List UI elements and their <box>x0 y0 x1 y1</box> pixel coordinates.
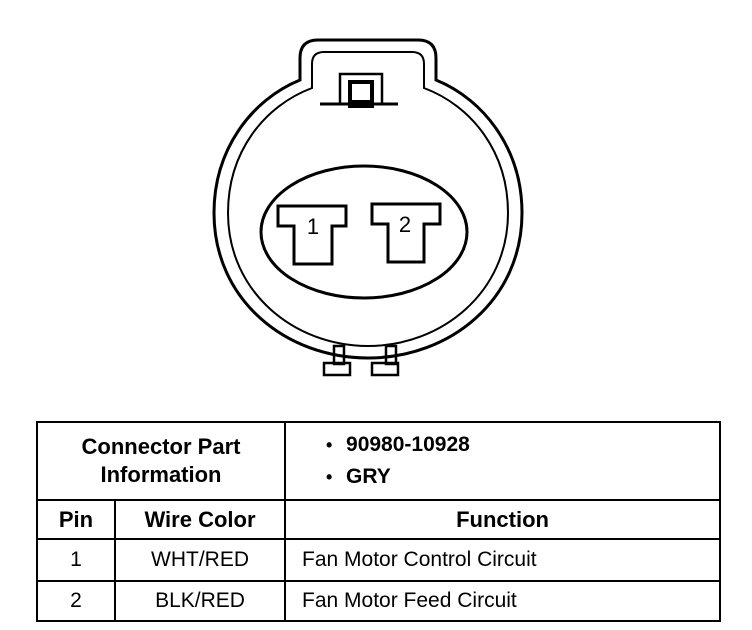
header-function: Function <box>284 499 722 540</box>
row-2-wire-color: BLK/RED <box>113 580 287 622</box>
part-info-label: Connector Part Information <box>35 421 287 501</box>
pin-2-label: 2 <box>399 212 411 237</box>
terminal-pin-1: 1 <box>276 204 348 266</box>
connector-face-diagram: 1 2 <box>212 38 524 377</box>
row-2-pin: 2 <box>36 580 116 622</box>
part-number: 90980-10928 <box>326 429 719 461</box>
table-header-row: Pin Wire Color Function <box>36 499 722 540</box>
row-1-wire-color: WHT/RED <box>113 538 287 582</box>
table-row: 2 BLK/RED Fan Motor Feed Circuit <box>36 580 722 622</box>
connector-housing-inner <box>226 51 510 348</box>
connector-color: GRY <box>326 461 719 493</box>
connector-info-table: Connector Part Information 90980-10928 G… <box>35 421 722 622</box>
header-pin: Pin <box>36 499 116 540</box>
part-info-row: Connector Part Information 90980-10928 G… <box>35 421 722 501</box>
terminal-cavity-oval <box>259 164 469 300</box>
latch-lock-inner <box>352 84 370 100</box>
table-row: 1 WHT/RED Fan Motor Control Circuit <box>36 538 722 582</box>
pin-1-label: 1 <box>307 214 319 239</box>
bottom-tab-right <box>370 344 400 377</box>
bottom-tab-left <box>322 344 352 377</box>
row-2-function: Fan Motor Feed Circuit <box>284 580 722 622</box>
terminal-pin-2: 2 <box>370 202 442 264</box>
row-1-function: Fan Motor Control Circuit <box>284 538 722 582</box>
connector-housing-outer <box>212 38 524 360</box>
header-wire-color: Wire Color <box>113 499 287 540</box>
row-1-pin: 1 <box>36 538 116 582</box>
part-info-values: 90980-10928 GRY <box>284 421 722 501</box>
